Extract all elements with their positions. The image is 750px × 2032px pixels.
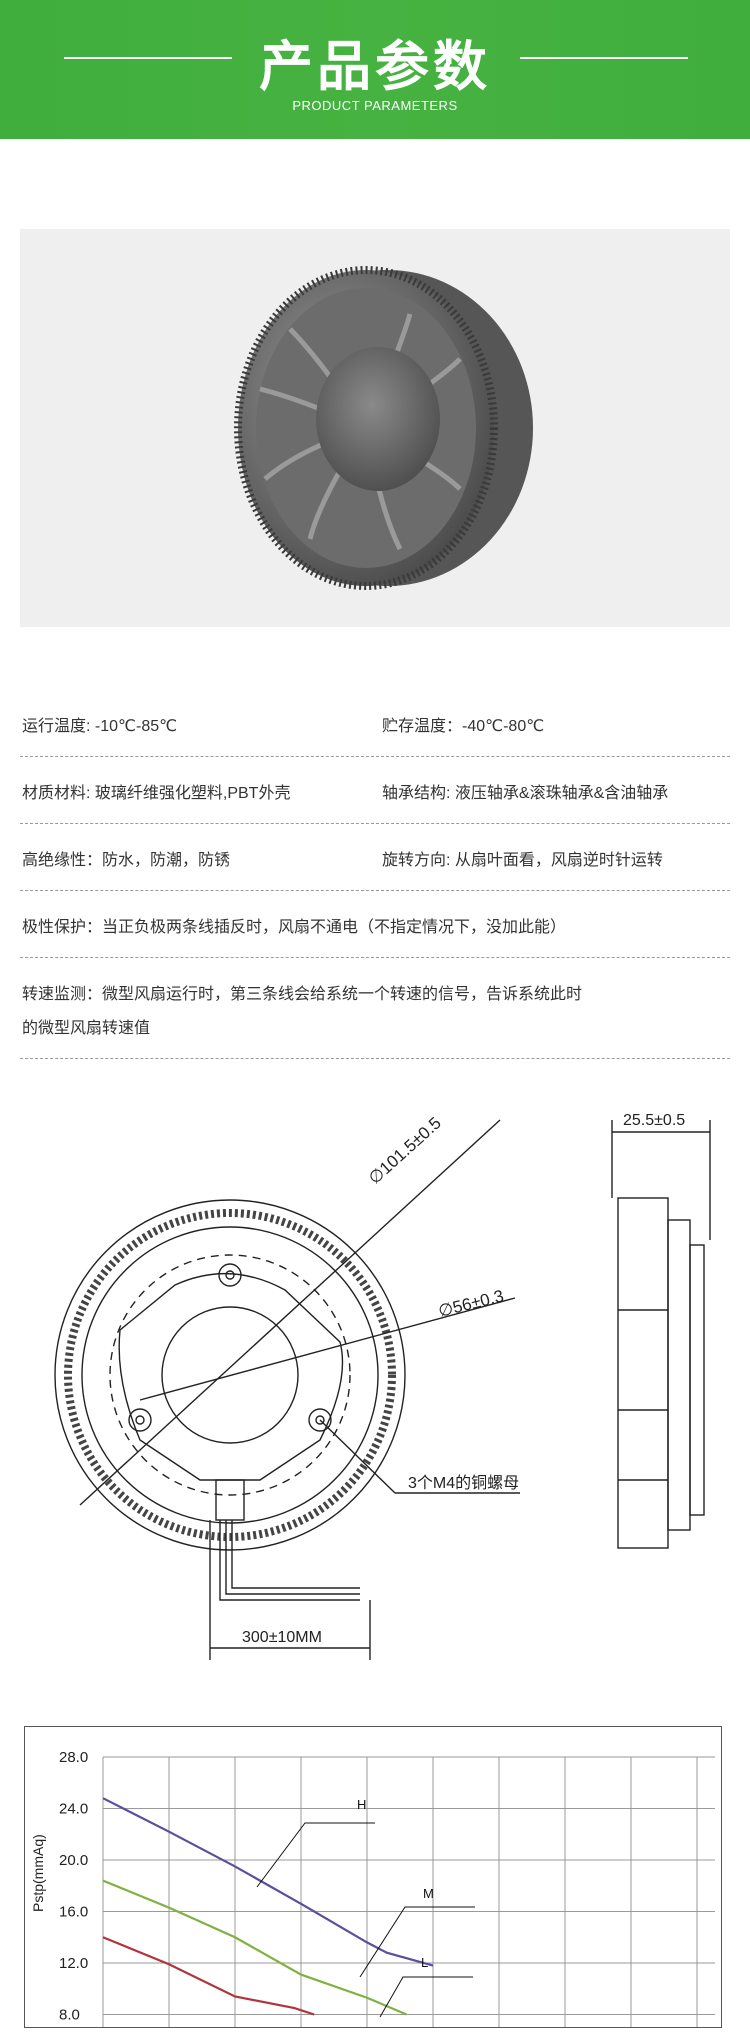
- centrifugal-fan-image: [234, 266, 533, 590]
- y-tick-label: 12.0: [59, 1955, 88, 1972]
- spec-bearing: 轴承结构: 液压轴承&滚珠轴承&含油轴承: [382, 785, 669, 802]
- spec-speed-monitor-line1: 转速监测：微型风扇运行时，第三条线会给系统一个转速的信号，告诉系统此时: [22, 986, 583, 1003]
- spec-storage-temp: 贮存温度：-40℃-80℃: [382, 718, 545, 735]
- spec-row: 转速监测：微型风扇运行时，第三条线会给系统一个转速的信号，告诉系统此时 的微型风…: [20, 958, 730, 1059]
- dim-inner-label: ∅56±0.3: [436, 1286, 505, 1321]
- dimension-drawing: ∅101.5±0.5 ∅56±0.3 3个M4的铜螺母 300±10MM 25.…: [20, 1080, 730, 1680]
- spec-material: 材质材料: 玻璃纤维强化塑料,PBT外壳: [22, 785, 291, 802]
- annotation-leader-h: [256, 1822, 375, 1888]
- y-tick-label: 8.0: [59, 2007, 80, 2024]
- nut-label: 3个M4的铜螺母: [408, 1474, 519, 1492]
- annotation-label-m: M: [423, 1886, 434, 1901]
- spec-speed-monitor-line2: 的微型风扇转速值: [22, 1020, 151, 1037]
- technical-drawing: ∅101.5±0.5 ∅56±0.3 3个M4的铜螺母 300±10MM 25.…: [54, 1112, 711, 1660]
- spec-row: 极性保护：当正负极两条线插反时，风扇不通电（不指定情况下，没加此能）: [20, 891, 730, 958]
- dim-outer-label: ∅101.5±0.5: [365, 1113, 445, 1188]
- annotation-leader-m: [359, 1906, 475, 1978]
- y-tick-label: 24.0: [59, 1801, 88, 1818]
- annotation-label-l: L: [421, 1955, 428, 1970]
- annotation-label-h: H: [357, 1797, 366, 1812]
- spec-row: 高绝缘性：防水，防潮，防锈 旋转方向: 从扇叶面看，风扇逆时针运转: [20, 824, 730, 891]
- spec-row: 材质材料: 玻璃纤维强化塑料,PBT外壳 轴承结构: 液压轴承&滚珠轴承&含油轴…: [20, 757, 730, 824]
- spec-table: 运行温度: -10℃-85℃ 贮存温度：-40℃-80℃ 材质材料: 玻璃纤维强…: [20, 690, 730, 1059]
- y-axis-label: Pstp(mmAq): [30, 1834, 46, 1912]
- spec-insulation: 高绝缘性：防水，防潮，防锈: [22, 852, 231, 869]
- banner-left-rule: [64, 57, 232, 59]
- chart-plot: Pstp(mmAq) 28.0 24.0 20.0 16.0 12.0 8.0 H M L: [30, 1749, 715, 2027]
- page-title: 产品参数: [259, 35, 491, 98]
- series-line-m: [102, 1879, 408, 2016]
- annotation-leader-l: [379, 1976, 473, 2018]
- series-line-h: [102, 1797, 434, 1967]
- banner-right-rule: [520, 57, 688, 59]
- product-photo: [20, 229, 730, 627]
- pressure-curve-chart: Pstp(mmAq) 28.0 24.0 20.0 16.0 12.0 8.0 H M L: [24, 1726, 722, 2028]
- page-subtitle: PRODUCT PARAMETERS: [292, 98, 458, 113]
- cable-length-label: 300±10MM: [242, 1629, 322, 1646]
- thickness-label: 25.5±0.5: [623, 1112, 685, 1129]
- spec-polarity: 极性保护：当正负极两条线插反时，风扇不通电（不指定情况下，没加此能）: [22, 919, 567, 936]
- y-tick-label: 20.0: [59, 1852, 88, 1869]
- y-tick-label: 28.0: [59, 1749, 88, 1766]
- header-banner: 产品参数 PRODUCT PARAMETERS: [0, 0, 750, 139]
- spec-rotation: 旋转方向: 从扇叶面看，风扇逆时针运转: [382, 852, 663, 869]
- y-tick-label: 16.0: [59, 1904, 88, 1921]
- spec-row: 运行温度: -10℃-85℃ 贮存温度：-40℃-80℃: [20, 690, 730, 757]
- series-line-l: [102, 1936, 315, 2016]
- spec-operating-temp: 运行温度: -10℃-85℃: [22, 718, 178, 735]
